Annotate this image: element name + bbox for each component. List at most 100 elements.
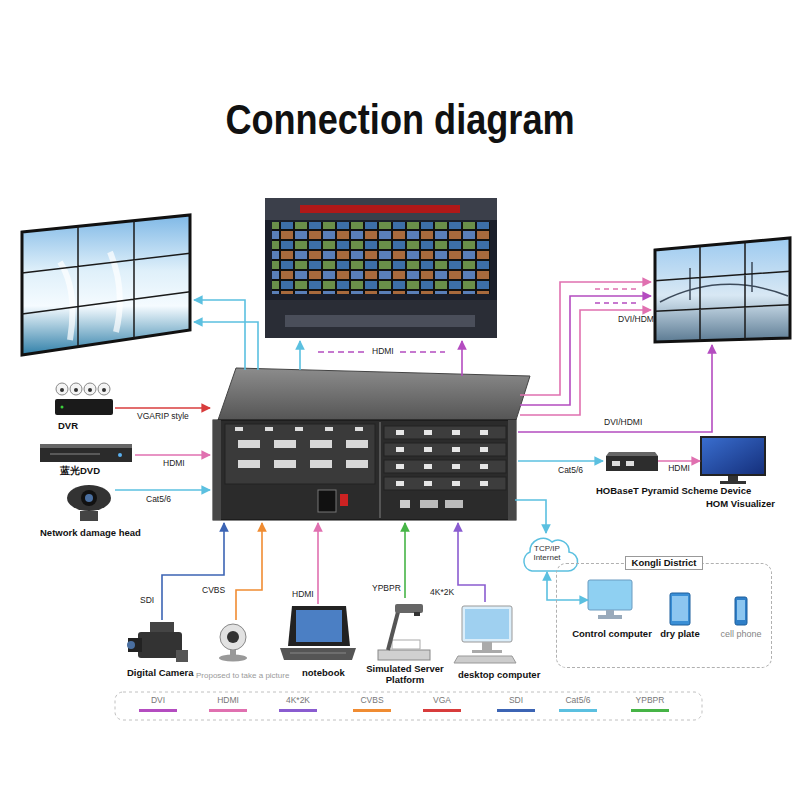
legend-swatch — [139, 709, 177, 712]
legend-swatch — [423, 709, 461, 712]
desktop-icon — [482, 642, 492, 650]
device-caption: Simulated Server Platform — [355, 664, 455, 686]
device-caption: desktop computer — [458, 670, 540, 681]
tablet-icon — [670, 593, 690, 625]
legend-label: SDI — [491, 695, 541, 705]
notebook-icon — [288, 606, 350, 646]
webcam-icon — [220, 624, 246, 650]
dvr-icon — [88, 388, 92, 392]
legend-swatch — [497, 709, 535, 712]
signal-label: Cat5/6 — [558, 466, 583, 476]
legend-item: Cat5/6 — [553, 695, 603, 712]
connector-label: HDMI — [667, 464, 691, 474]
device-caption: notebook — [302, 668, 345, 679]
matrix-switcher — [400, 500, 410, 508]
webcam-icon — [227, 631, 239, 643]
desktop-icon — [462, 606, 512, 642]
video-wall — [22, 221, 190, 347]
matrix-switcher — [238, 440, 260, 448]
webcam-icon — [81, 490, 97, 506]
device-caption: cell phone — [720, 629, 761, 639]
legend-item: 4K*2K — [273, 695, 323, 712]
legend-frame — [115, 692, 702, 720]
matrix-switcher — [310, 460, 332, 468]
document-camera-icon — [378, 650, 430, 660]
matrix-switcher — [355, 427, 363, 431]
legend-item: YPBPR — [625, 695, 675, 712]
connector — [547, 572, 588, 600]
notebook-icon — [296, 610, 342, 642]
device-caption: 蓝光DVD — [60, 466, 100, 477]
dvr-device: DVR — [55, 381, 113, 417]
hdbaset-icon — [612, 461, 620, 466]
legend-swatch — [279, 709, 317, 712]
dvr-icon — [60, 388, 64, 392]
video-wall — [300, 205, 460, 213]
legend-label: HDMI — [203, 695, 253, 705]
signal-label: 4K*2K — [430, 588, 454, 598]
video-wall — [265, 300, 497, 338]
legend-item: VGA — [417, 695, 467, 712]
connector — [658, 460, 700, 462]
computer-icon: Control computer — [588, 580, 636, 620]
internet-cloud: TCP/IP Internet — [520, 530, 574, 572]
signal-wire — [595, 302, 640, 304]
signal-wire — [520, 296, 651, 405]
signal-wire — [404, 523, 406, 598]
signal-wire — [299, 341, 301, 370]
legend-swatch — [631, 709, 669, 712]
legend-label: DVI — [133, 695, 183, 705]
dvr-icon — [102, 388, 106, 392]
matrix-switcher — [235, 427, 243, 431]
camcorder-icon — [127, 622, 188, 662]
camcorder-icon — [128, 638, 142, 652]
device-caption: Control computer — [572, 629, 652, 640]
legend-item: SDI — [491, 695, 541, 712]
legend-item: HDMI — [203, 695, 253, 712]
document-camera-icon — [395, 604, 423, 613]
diagram-title: Connection diagram — [56, 97, 744, 143]
computer-icon — [606, 610, 614, 615]
matrix-switcher — [213, 420, 516, 520]
phone-icon — [735, 597, 747, 625]
legend-label: Cat5/6 — [553, 695, 603, 705]
matrix-switcher — [213, 420, 221, 520]
document-camera-icon — [388, 612, 398, 650]
legend-frame — [115, 692, 702, 720]
webcam-icon — [67, 485, 111, 511]
video-wall — [660, 262, 788, 302]
video-wall — [285, 315, 475, 327]
desktop-icon — [465, 609, 509, 639]
matrix-switcher — [346, 460, 368, 468]
signal-wire — [515, 500, 546, 533]
matrix-switcher — [318, 490, 336, 512]
video-wall — [22, 215, 190, 355]
signal-label: YPBPR — [372, 584, 401, 594]
matrix-switcher — [325, 427, 333, 431]
region-box: Control computerdry platecell phoneKongl… — [556, 563, 772, 668]
signal-wire — [520, 310, 651, 415]
matrix-switcher — [295, 427, 303, 431]
signal-label: SDI — [140, 596, 154, 606]
hdbaset-icon — [606, 456, 658, 471]
hdbaset-icon — [606, 452, 658, 471]
dvr-icon — [74, 388, 78, 392]
matrix-switcher — [274, 440, 296, 448]
network-camera: Network damage head — [66, 482, 112, 522]
monitor-icon — [728, 476, 738, 481]
hdbaset-icon — [626, 461, 634, 466]
notebook-device: notebook — [282, 606, 356, 662]
device-caption: HOM Visualizer — [706, 499, 775, 510]
matrix-switcher — [310, 440, 332, 448]
signal-wire — [458, 523, 485, 602]
device-caption: dry plate — [660, 629, 700, 640]
hdmi-monitor: HOM Visualizer — [700, 436, 766, 484]
signal-wire — [461, 341, 463, 376]
notebook-icon — [280, 648, 356, 660]
signal-label: DVI/HDM — [618, 315, 654, 325]
video-wall — [22, 215, 190, 355]
tablet-icon: dry plate — [670, 593, 690, 625]
webcam-icon — [219, 655, 247, 662]
document-camera-icon — [392, 640, 420, 649]
